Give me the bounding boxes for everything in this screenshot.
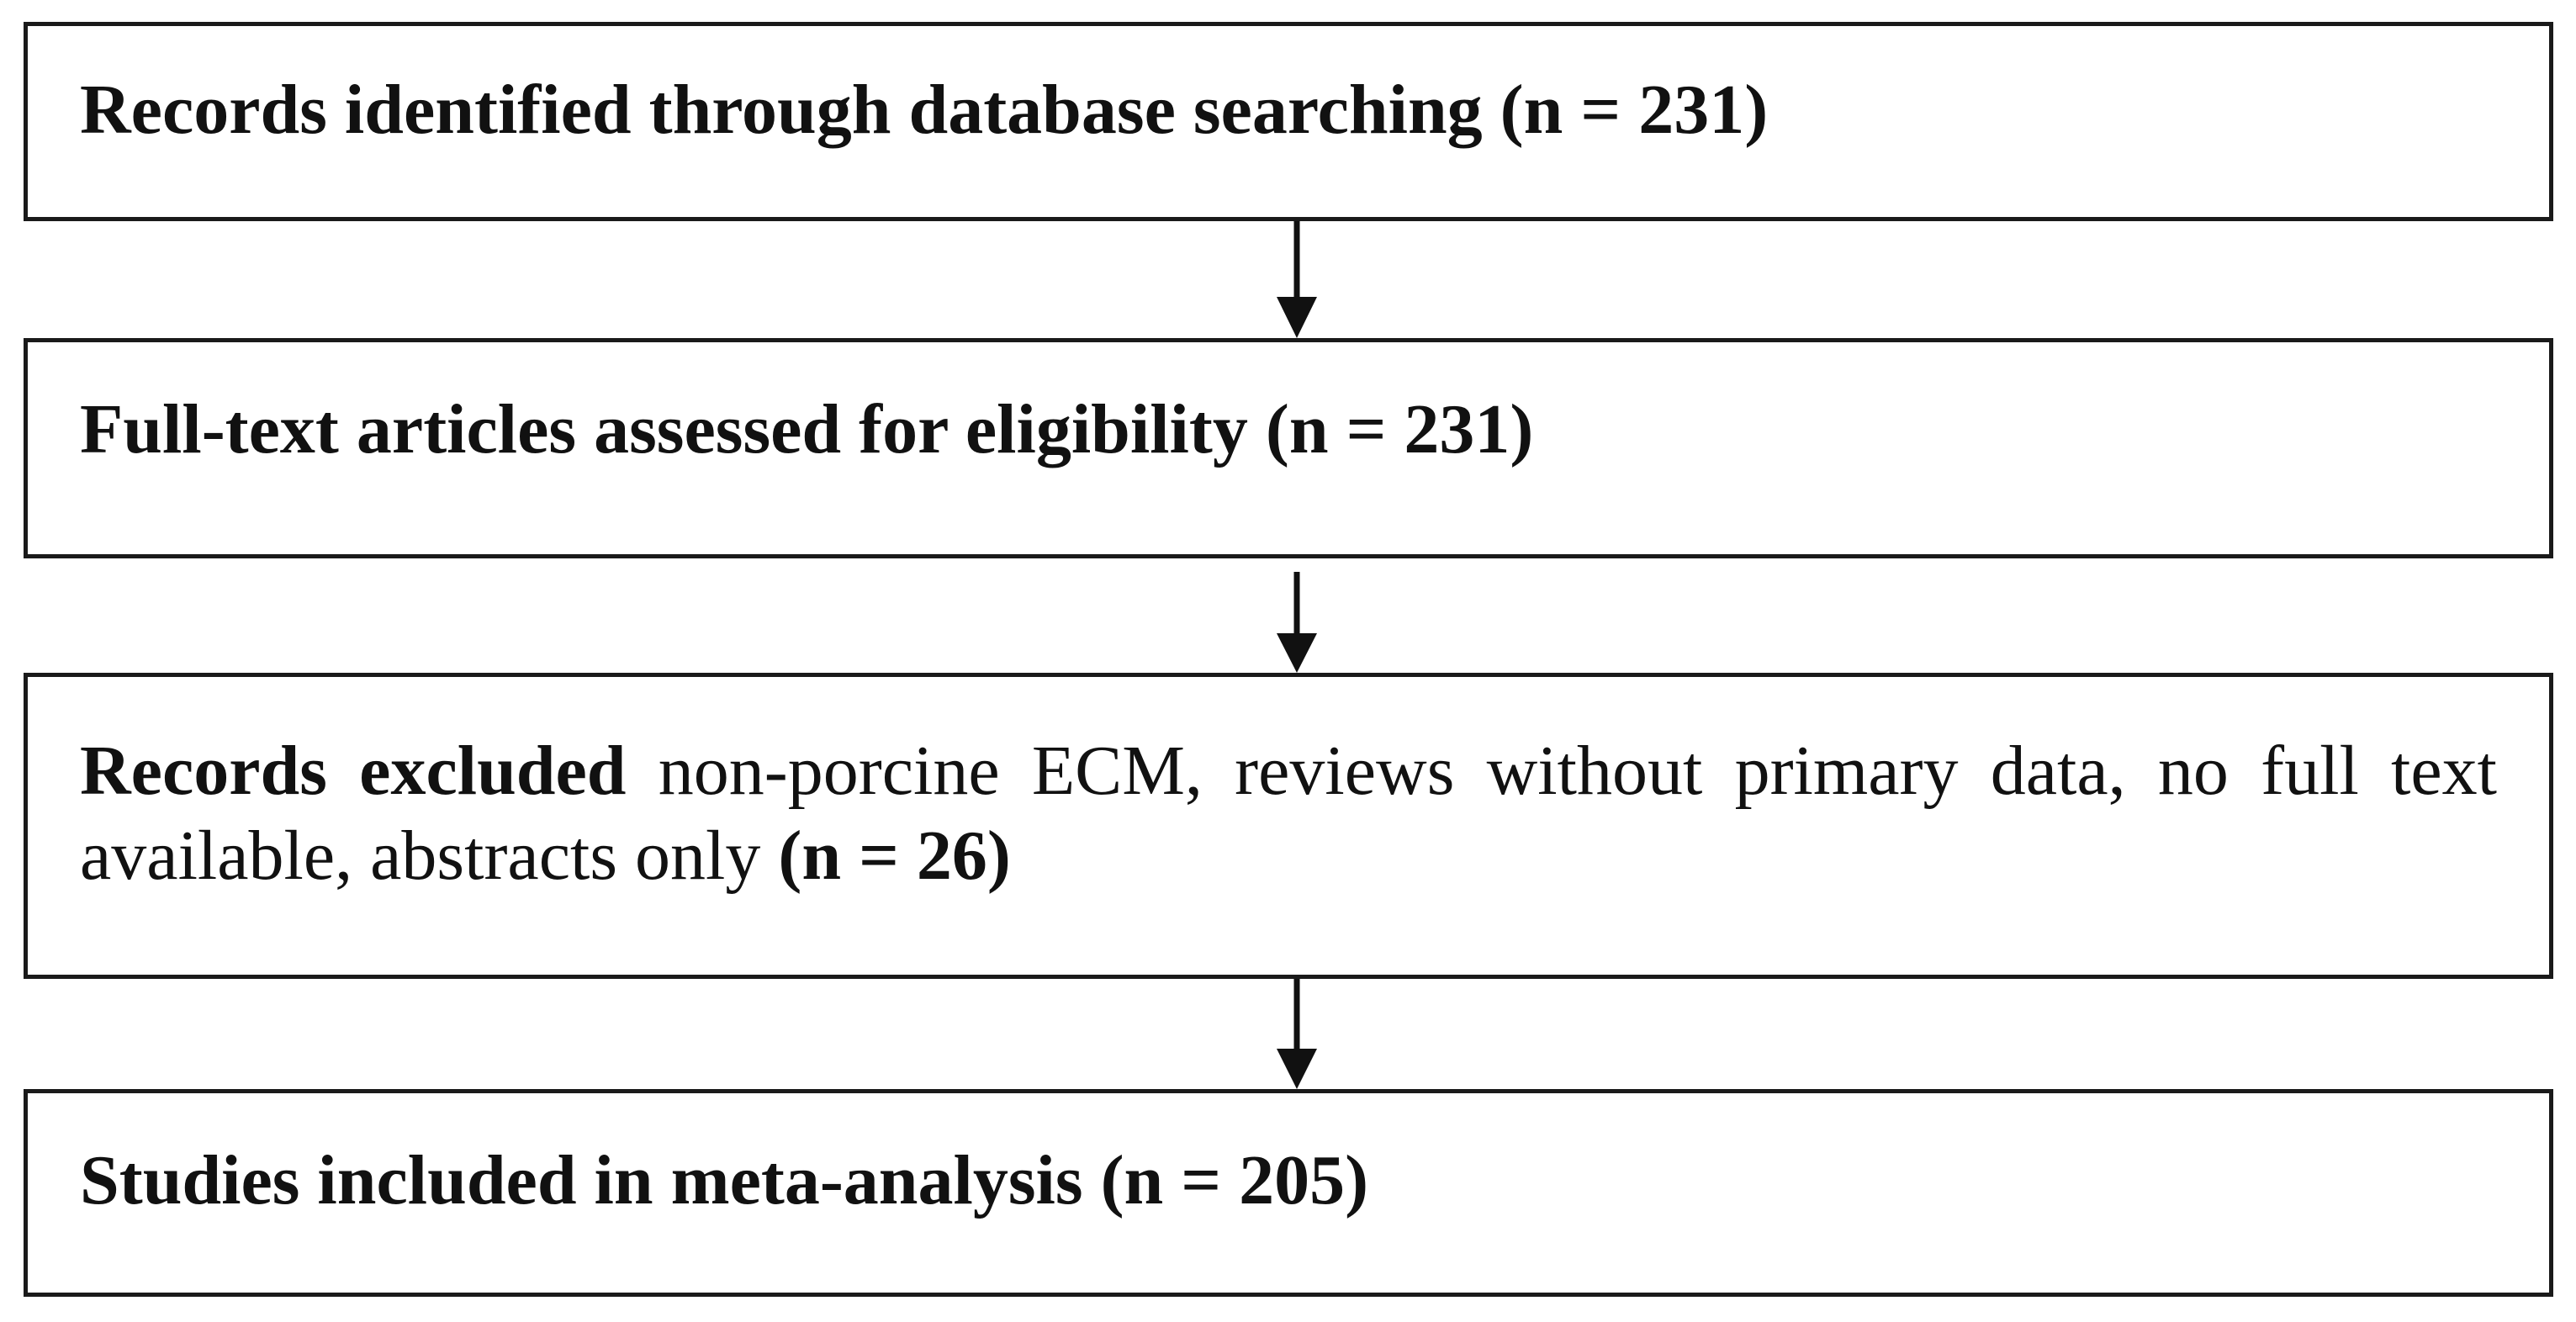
step-count: (n = 205) xyxy=(1100,1141,1369,1219)
flow-step-text: Records excluded non-porcine ECM, review… xyxy=(80,729,2497,899)
step-count: (n = 26) xyxy=(778,816,1011,895)
flow-step-text: Full-text articles assessed for eligibil… xyxy=(80,388,2497,473)
flow-step-text: Records identified through database sear… xyxy=(80,68,2497,153)
step-count: (n = 231) xyxy=(1265,390,1534,468)
flow-step-included: Studies included in meta-analysis (n = 2… xyxy=(24,1089,2553,1297)
flow-step-identified: Records identified through database sear… xyxy=(24,22,2553,221)
down-arrow-icon xyxy=(1272,979,1322,1089)
down-arrow-icon xyxy=(1272,221,1322,338)
step-lead-text: Full-text articles assessed for eligibil… xyxy=(80,390,1248,468)
step-count: (n = 231) xyxy=(1500,71,1769,149)
step-lead-text: Records identified through database sear… xyxy=(80,71,1483,149)
down-arrow-icon xyxy=(1272,572,1322,673)
flow-step-text: Studies included in meta-analysis (n = 2… xyxy=(80,1139,2497,1224)
step-detail-text: non-porcine ECM, reviews without primary… xyxy=(80,732,2497,895)
flow-step-excluded: Records excluded non-porcine ECM, review… xyxy=(24,673,2553,979)
step-lead-text: Studies included in meta-analysis xyxy=(80,1141,1083,1219)
step-lead-text: Records excluded xyxy=(80,732,627,810)
flow-step-assessed: Full-text articles assessed for eligibil… xyxy=(24,338,2553,558)
